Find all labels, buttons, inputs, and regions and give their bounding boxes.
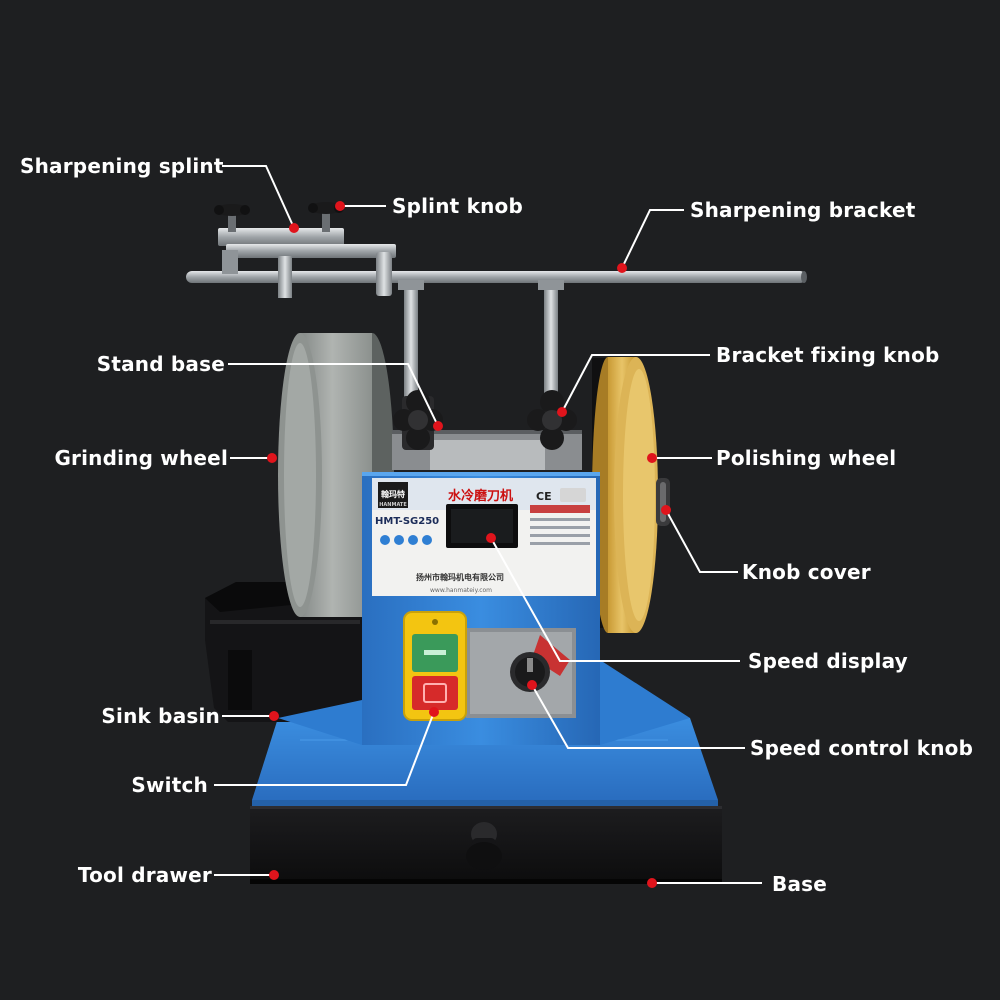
label-speed-control-knob: Speed control knob (750, 736, 974, 760)
left-splint-knob (214, 204, 250, 232)
sharpening-splint (218, 228, 396, 298)
marker-speed-display (486, 533, 496, 543)
leader-stand-base (228, 363, 439, 427)
brand-en: HANMATE (379, 502, 407, 508)
leader-switch (214, 711, 435, 786)
top-housing (392, 430, 582, 470)
label-polishing-wheel: Polishing wheel (716, 446, 897, 470)
leader-knob-cover (665, 509, 738, 573)
marker-bracket-fixing-knob (557, 407, 567, 417)
leader-lines (214, 165, 762, 884)
marker-tool-drawer (269, 870, 279, 880)
right-bracket-fixing-knob (527, 390, 577, 450)
label-switch: Switch (131, 773, 208, 797)
leader-sharpening-splint (222, 165, 295, 229)
label-splint-knob: Splint knob (392, 194, 523, 218)
speed-control-knob (510, 652, 550, 692)
label-tool-drawer: Tool drawer (77, 863, 212, 887)
switch (403, 611, 467, 721)
marker-sharpening-bracket (617, 263, 627, 273)
leader-sharpening-bracket (621, 209, 684, 269)
leader-bracket-fixing-knob (561, 354, 710, 413)
speed-display (446, 504, 518, 548)
left-bracket-fixing-knob (393, 390, 443, 450)
polishing-wheel (592, 357, 658, 633)
label-sink-basin: Sink basin (101, 704, 220, 728)
marker-stand-base (433, 421, 443, 431)
marker-polishing-wheel (647, 453, 657, 463)
marker-switch (429, 707, 439, 717)
marker-knob-cover (661, 505, 671, 515)
label-base: Base (772, 872, 828, 896)
label-sharpening-bracket: Sharpening bracket (690, 198, 916, 222)
marker-sharpening-splint (289, 223, 299, 233)
marker-speed-control-knob (527, 680, 537, 690)
marker-dots (267, 201, 671, 888)
label-grinding-wheel: Grinding wheel (54, 446, 228, 470)
model-number: HMT-SG250 (375, 516, 439, 527)
ce-mark: CE (536, 490, 552, 503)
label-speed-display: Speed display (748, 649, 908, 673)
machine-title: 水冷磨刀机 (448, 488, 513, 504)
tool-drawer (250, 806, 722, 884)
label-bracket-fixing-knob: Bracket fixing knob (716, 343, 940, 367)
sharpening-bracket (186, 271, 807, 290)
marker-grinding-wheel (267, 453, 277, 463)
website: www.hanmateiy.com (430, 587, 492, 594)
marker-splint-knob (335, 201, 345, 211)
knob-cover (656, 478, 670, 526)
label-stand-base: Stand base (96, 352, 225, 376)
marker-base (647, 878, 657, 888)
label-sharpening-splint: Sharpening splint (20, 154, 224, 178)
leader-speed-control-knob (531, 684, 745, 749)
marker-sink-basin (269, 711, 279, 721)
label-knob-cover: Knob cover (742, 560, 871, 584)
brand-cn: 翰玛特 (381, 489, 405, 499)
leader-speed-display (490, 537, 740, 662)
company-name: 扬州市翰玛机电有限公司 (416, 572, 504, 582)
